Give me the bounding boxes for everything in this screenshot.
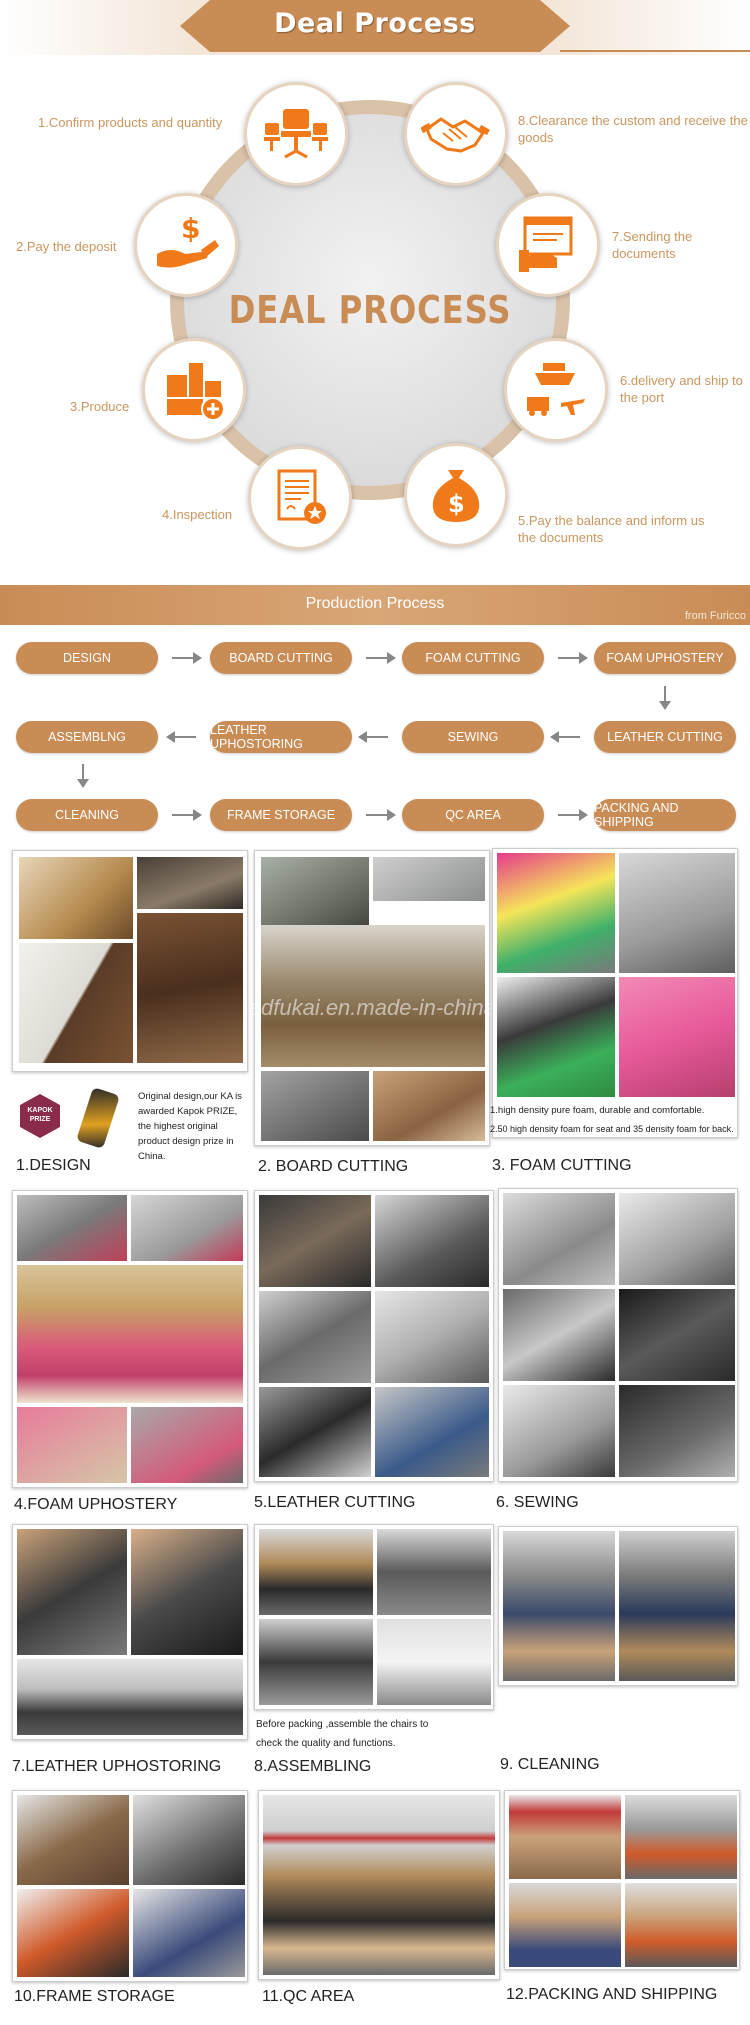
deal-step-6-label: 6.delivery and ship to the port — [620, 373, 743, 405]
flow-qc-area: QC AREA — [402, 799, 544, 831]
foam-cutting-photo-collage — [492, 848, 738, 1138]
caption-assembling: 8.ASSEMBLING — [254, 1758, 372, 1775]
caption-frame-storage: 10.FRAME STORAGE — [14, 1988, 175, 2005]
assembling-photo-collage — [254, 1524, 494, 1710]
assembling-note-2: check the quality and functions. — [256, 1738, 396, 1749]
deal-process-banner: Deal Process — [0, 0, 750, 55]
flow-frame-storage: FRAME STORAGE — [210, 799, 352, 831]
qc-area-photo — [258, 1790, 500, 1980]
flow-arrow — [558, 652, 588, 664]
production-credit: from Furicco — [684, 610, 746, 622]
kapok-prize-badge — [20, 1094, 60, 1138]
caption-foam-uphostery: 4.FOAM UPHOSTERY — [14, 1496, 178, 1513]
kapok-prize-badge-line2: PRIZE — [29, 1116, 51, 1123]
svg-text:$: $ — [181, 212, 200, 245]
deal-step-4-label: 4.Inspection — [162, 507, 233, 522]
flow-arrow — [166, 731, 196, 743]
flow-design: DESIGN — [16, 642, 158, 674]
flow-packing-shipping: PACKING AND SHIPPING — [594, 799, 736, 831]
foam-note-1: 1.high density pure foam, durable and co… — [490, 1105, 705, 1116]
flow-foam-cutting: FOAM CUTTING — [402, 642, 544, 674]
leather-uphostoring-photo-collage — [12, 1524, 248, 1740]
shipping-icon — [504, 338, 608, 442]
caption-packing-shipping: 12.PACKING AND SHIPPING — [506, 1986, 718, 2003]
caption-leather-cutting: 5.LEATHER CUTTING — [254, 1494, 416, 1511]
deal-step-1-label: 1.Confirm products and quantity — [38, 115, 223, 130]
flow-arrow — [366, 809, 396, 821]
cleaning-photo-collage — [498, 1526, 738, 1686]
production-process-title: Production Process — [305, 595, 445, 612]
money-hand-icon: $ — [134, 193, 238, 297]
flow-arrow — [358, 731, 388, 743]
flow-cleaning: CLEANING — [16, 799, 158, 831]
production-process-banner: Production Process from Furicco — [0, 585, 750, 625]
caption-sewing: 6. SEWING — [496, 1494, 579, 1511]
deal-step-5-label: 5.Pay the balance and inform us the docu… — [518, 513, 705, 545]
caption-design: 1.DESIGN — [16, 1157, 91, 1174]
flow-board-cutting: BOARD CUTTING — [210, 642, 352, 674]
flow-arrow — [659, 686, 671, 710]
assembling-note-1: Before packing ,assemble the chairs to — [256, 1719, 429, 1730]
sewing-photo-collage — [498, 1188, 738, 1482]
deal-step-8-label: 8.Clearance the custom and receive the g… — [518, 113, 748, 145]
flow-assembling: ASSEMBLNG — [16, 721, 158, 753]
flow-foam-uphostery: FOAM UPHOSTERY — [594, 642, 736, 674]
flow-sewing: SEWING — [402, 721, 544, 753]
flow-arrow — [558, 809, 588, 821]
deal-step-3-label: 3.Produce — [70, 399, 130, 414]
trophy-icon — [76, 1087, 120, 1149]
caption-board-cutting: 2. BOARD CUTTING — [258, 1158, 409, 1175]
frame-storage-photo-collage — [12, 1790, 248, 1982]
svg-text:$: $ — [448, 490, 465, 518]
flow-arrow — [550, 731, 580, 743]
flow-arrow — [172, 652, 202, 664]
money-bag-icon: $ — [404, 443, 508, 547]
deal-step-2-label: 2.Pay the deposit — [16, 239, 117, 254]
flow-arrow — [366, 652, 396, 664]
deal-process-center-title: DEAL PROCESS — [228, 288, 512, 332]
caption-leather-uphostoring: 7.LEATHER UPHOSTORING — [12, 1758, 222, 1775]
flow-arrow — [172, 809, 202, 821]
leather-cutting-photo-collage — [254, 1190, 494, 1482]
deal-process-title: Deal Process — [274, 8, 476, 39]
foam-note-2: 2.50 high density foam for seat and 35 d… — [490, 1124, 734, 1134]
deal-step-7-label: 7.Sending the documents — [612, 229, 693, 261]
caption-foam-cutting: 3. FOAM CUTTING — [492, 1157, 632, 1174]
design-photo-collage — [12, 850, 248, 1072]
production-blocks-icon — [142, 338, 246, 442]
design-note: Original design,our KA is awarded Kapok … — [138, 1091, 243, 1162]
handshake-icon — [404, 82, 508, 186]
packing-shipping-photo-collage — [504, 1790, 740, 1970]
caption-qc-area: 11.QC AREA — [262, 1988, 355, 2005]
documents-browser-icon — [496, 193, 600, 297]
flow-leather-cutting: LEATHER CUTTING — [594, 721, 736, 753]
foam-uphostery-photo-collage — [12, 1190, 248, 1488]
board-cutting-photo-collage — [254, 850, 490, 1146]
flow-arrow — [77, 764, 89, 788]
document-inspection-icon — [248, 446, 352, 550]
caption-cleaning: 9. CLEANING — [500, 1756, 600, 1773]
office-chairs-icon — [244, 82, 348, 186]
kapok-prize-badge-line1: KAPOK — [27, 1107, 53, 1114]
flow-leather-uphostoring: LEATHER UPHOSTORING — [210, 721, 352, 753]
